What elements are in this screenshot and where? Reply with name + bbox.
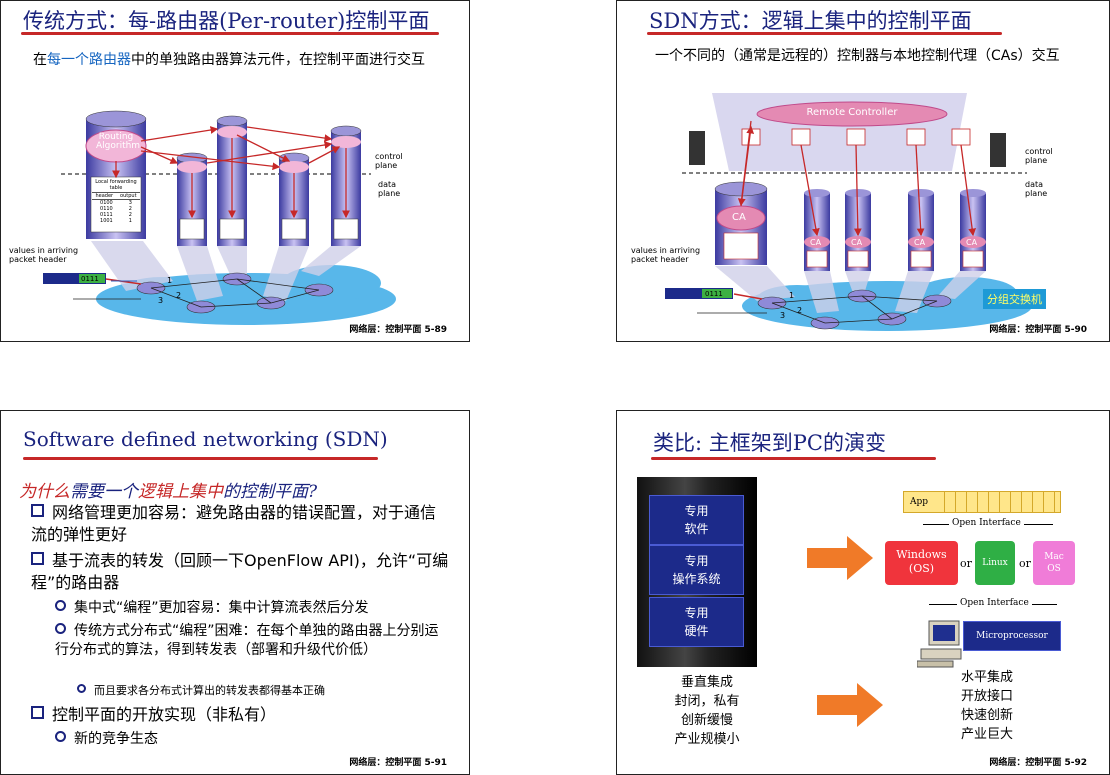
packet-value: 0111 (81, 275, 99, 283)
data-plane-label: data plane (378, 180, 401, 198)
title-underline (647, 32, 1002, 35)
slide-title: Software defined networking (SDN) (23, 427, 388, 451)
proprietary-os-box: 专用 操作系统 (649, 545, 744, 595)
slide-footer: 网络层：控制平面 5-90 (989, 325, 1087, 335)
intro-text: 在每一个路由器中的单独路由器算法元件，在控制平面进行交互 (33, 52, 425, 68)
sdn-diagram (665, 93, 1032, 331)
port-3: 3 (158, 296, 164, 305)
open-interface-label: Open Interface (949, 518, 1024, 528)
routing-algorithm-label: Routing Algorithm (96, 132, 141, 151)
slide-footer: 网络层：控制平面 5-91 (349, 758, 447, 768)
bullet-1: 网络管理更加容易：避免路由器的错误配置，对于通信流的弹性更好 (31, 503, 437, 544)
pc-icon (917, 620, 962, 668)
slide-footer: 网络层：控制平面 5-89 (349, 325, 447, 335)
port-3: 3 (780, 311, 786, 320)
port-2: 2 (797, 306, 803, 315)
slide-footer: 网络层：控制平面 5-92 (989, 758, 1087, 768)
linux-box: Linux (975, 541, 1015, 585)
slide-title: 类比: 主框架到PC的演变 (653, 431, 886, 455)
app-label: App (904, 492, 935, 512)
or-label: or (960, 557, 972, 570)
port-1: 1 (167, 276, 173, 285)
slide-title: SDN方式：逻辑上集中的控制平面 (649, 9, 972, 33)
slide-5-92[interactable]: 类比: 主框架到PC的演变 专用 软件 专用 操作系统 专用 硬件 垂直集成 封… (616, 410, 1110, 775)
port-2: 2 (176, 291, 182, 300)
right-caption: 水平集成 开放接口 快速创新 产业巨大 (960, 670, 1013, 742)
arriving-packet-label: values in arriving packet header (9, 246, 79, 264)
slide-5-91[interactable]: Software defined networking (SDN) 为什么需要一… (0, 410, 470, 775)
ca-label: CA (966, 238, 978, 247)
sub-bullet-3: 新的竞争生态 (55, 730, 455, 749)
microprocessor-box: Microprocessor (963, 621, 1061, 651)
arrow-right-icon (807, 536, 873, 580)
left-caption: 垂直集成 封闭，私有 创新缓慢 产业规模小 (674, 675, 740, 747)
proprietary-software-box: 专用 软件 (649, 495, 744, 545)
arrow-right-icon (817, 683, 883, 727)
sub-bullet-2: 传统方式分布式“编程”困难：在每个单独的路由器上分别运行分布式的算法，得到转发表… (55, 623, 439, 658)
ca-label: CA (851, 238, 863, 247)
windows-os-box: Windows (OS) (885, 541, 958, 585)
bullet-3: 控制平面的开放实现（非私有） (31, 704, 451, 726)
arriving-packet-label: values in arriving packet header (631, 246, 701, 264)
question: 为什么需要一个逻辑上集中的控制平面? (19, 482, 318, 502)
control-plane-label: control plane (1025, 147, 1053, 165)
slide-5-89[interactable]: 传统方式：每-路由器(Per-router)控制平面 在每一个路由器中的单独路由… (0, 0, 470, 342)
remote-controller-label: Remote Controller (806, 107, 898, 118)
title-underline (651, 457, 936, 460)
per-router-diagram (43, 110, 396, 325)
intro-text: 一个不同的（通常是远程的）控制器与本地控制代理（CAs）交互 (655, 48, 1060, 64)
ca-label: CA (810, 238, 822, 247)
packet-value: 0111 (705, 290, 723, 298)
ca-label: CA (732, 212, 746, 223)
slide-5-90[interactable]: SDN方式：逻辑上集中的控制平面 一个不同的（通常是远程的）控制器与本地控制代理… (616, 0, 1110, 342)
sub-sub-bullet: 而且要求各分布式计算出的转发表都得基本正确 (77, 683, 457, 698)
bullet-2: 基于流表的转发（回顾一下OpenFlow API)，允许“可编程”的路由器 (31, 551, 449, 592)
control-plane-label: control plane (375, 152, 403, 170)
port-1: 1 (789, 291, 795, 300)
or-label: or (1019, 557, 1031, 570)
app-bar: App (903, 491, 1061, 513)
packet-switch-label: 分组交换机 (983, 289, 1046, 309)
ca-label: CA (914, 238, 926, 247)
sub-bullet-1: 集中式“编程”更加容易：集中计算流表然后分发 (55, 599, 455, 618)
slide-title: 传统方式：每-路由器(Per-router)控制平面 (23, 9, 430, 33)
mac-os-box: Mac OS (1033, 541, 1075, 585)
data-plane-label: data plane (1025, 180, 1048, 198)
proprietary-hardware-box: 专用 硬件 (649, 597, 744, 647)
open-interface-label: Open Interface (957, 598, 1032, 608)
title-underline (21, 32, 439, 35)
title-underline (23, 457, 378, 460)
